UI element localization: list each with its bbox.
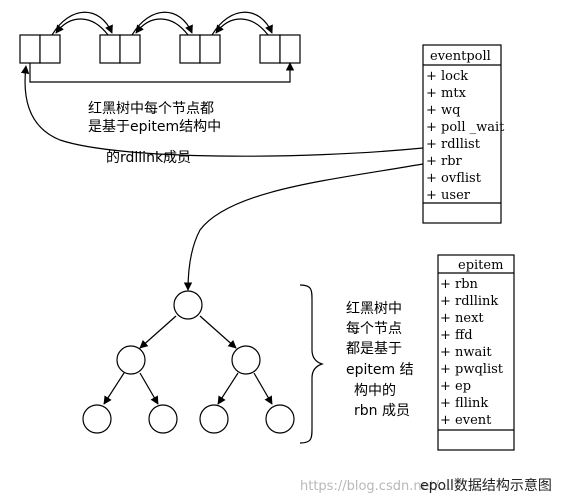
caption-line-3: 的rdllink成员 xyxy=(106,150,191,166)
tree-caption-line-3: 都是基于 xyxy=(346,340,402,357)
eventpoll-struct: eventpoll + lock + mtx + wq + poll _wait… xyxy=(422,44,505,224)
linked-list-caption: 红黑树中每个节点都 是基于epitem结构中 的rdllink成员 xyxy=(88,101,221,166)
tree-caption-line-2: 每个节点 xyxy=(346,321,402,337)
tree-node-rr xyxy=(265,404,295,434)
eventpoll-title: eventpoll xyxy=(430,49,491,64)
epitem-struct: epitem + rbn + rdllink + next + ffd + nw… xyxy=(437,254,515,451)
figure-caption: epoll数据结构示意图 xyxy=(420,477,552,494)
epitem-field: + event xyxy=(440,413,492,428)
epitem-field: + next xyxy=(440,311,484,326)
eventpoll-field: + wq xyxy=(426,103,460,118)
epitem-field: + nwait xyxy=(440,345,492,360)
tree-node-ll xyxy=(82,404,112,434)
eventpoll-field: + rbr xyxy=(426,154,463,169)
tree-node-rl xyxy=(199,404,229,434)
eventpoll-field: + mtx xyxy=(426,86,467,101)
tree-node-root xyxy=(173,290,203,320)
epitem-title: epitem xyxy=(458,258,503,273)
epitem-field: + pwqlist xyxy=(440,362,504,377)
tree-caption: 红黑树中 每个节点 都是基于 epitem 结 构中的 rbn 成员 xyxy=(346,301,414,419)
epitem-field: + rdllink xyxy=(440,294,498,309)
epitem-field: + ffd xyxy=(440,328,473,343)
tree-brace xyxy=(299,284,324,444)
tree-node-right xyxy=(231,345,261,375)
epitem-field: + fllink xyxy=(440,396,488,411)
eventpoll-field: + ovflist xyxy=(426,171,482,186)
caption-line-2: 是基于epitem结构中 xyxy=(88,118,221,135)
rbr-arrow xyxy=(183,163,424,291)
tree-node-lr xyxy=(148,404,178,434)
rb-tree xyxy=(82,290,295,434)
caption-line-1: 红黑树中每个节点都 xyxy=(88,101,214,117)
watermark: https://blog.csdn.net/... xyxy=(300,479,451,494)
tree-caption-line-6: rbn 成员 xyxy=(354,403,410,419)
list-node-1 xyxy=(19,34,61,64)
list-node-2 xyxy=(99,34,141,64)
tree-caption-line-4: epitem 结 xyxy=(346,362,414,378)
list-node-3 xyxy=(179,34,221,64)
epitem-field: + ep xyxy=(440,379,471,394)
tree-node-left xyxy=(116,345,146,375)
eventpoll-field: + poll _wait xyxy=(426,120,505,135)
list-node-4 xyxy=(259,34,301,64)
eventpoll-field: + user xyxy=(426,188,471,203)
tree-caption-line-1: 红黑树中 xyxy=(346,301,402,317)
rdllist-linked-list xyxy=(19,34,301,64)
list-links xyxy=(29,11,295,83)
epitem-field: + rbn xyxy=(440,277,479,292)
rdllist-arrow xyxy=(20,65,424,157)
tree-caption-line-5: 构中的 xyxy=(354,383,396,399)
eventpoll-field: + rdllist xyxy=(426,137,481,152)
eventpoll-field: + lock xyxy=(426,69,468,84)
